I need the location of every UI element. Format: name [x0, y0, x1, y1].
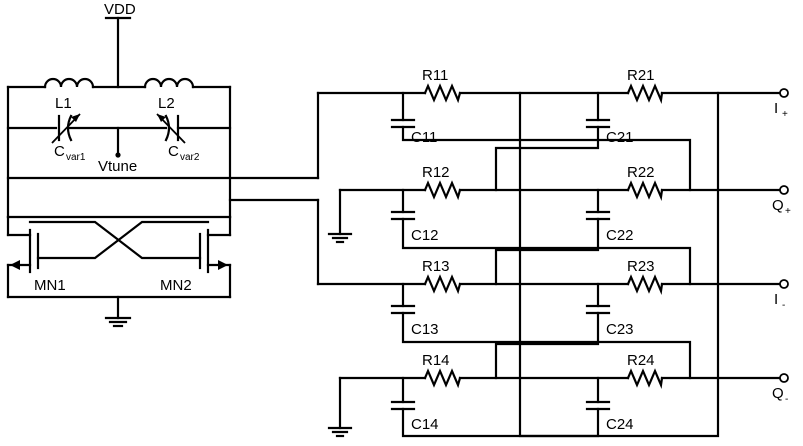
- c12-label: C12: [411, 227, 439, 244]
- vco-core: VDD L1 L2 Vtune C var1 C var2: [8, 1, 425, 326]
- r23-label: R23: [627, 258, 655, 275]
- vdd-label: VDD: [104, 1, 136, 18]
- resistor-r22: [628, 183, 662, 197]
- gate-cross-wire-2: [30, 222, 200, 258]
- r21-label: R21: [627, 67, 655, 84]
- output-label-q-minus: Q: [772, 385, 784, 402]
- resistor-r23: [628, 277, 662, 291]
- resistor-r24: [628, 371, 662, 385]
- output-terminal-q-minus: [780, 374, 788, 382]
- output-terminal-q-plus: [780, 186, 788, 194]
- r12-label: R12: [422, 164, 450, 181]
- capacitor-c24: [520, 93, 609, 436]
- ground-symbol-row2: [329, 190, 351, 242]
- output-sub-i-minus: -: [782, 300, 785, 311]
- cvar1-sub-label: var1: [66, 152, 86, 163]
- resistor-r12: [425, 183, 460, 197]
- mn2-source-arrow: [218, 260, 228, 270]
- mn1-label: MN1: [34, 277, 66, 294]
- l2-label: L2: [158, 95, 175, 112]
- r24-label: R24: [627, 352, 655, 369]
- r14-label: R14: [422, 352, 450, 369]
- cvar2-label: C: [168, 143, 179, 160]
- polyphase-filter: R11 R21 R12 R22 R13 R23 R14 R24: [329, 67, 791, 436]
- output-label-q-plus: Q: [772, 197, 784, 214]
- output-sub-q-minus: -: [785, 394, 788, 405]
- output-sub-q-plus: +: [785, 206, 791, 217]
- c13-label: C13: [411, 321, 439, 338]
- c14-label: C14: [411, 416, 439, 433]
- ground-symbol-row4: [329, 378, 351, 436]
- output-label-i-plus: I: [774, 100, 778, 117]
- c24-label: C24: [606, 416, 634, 433]
- cvar1-label: C: [54, 143, 65, 160]
- vtune-node: [115, 152, 120, 157]
- resistor-r21: [628, 86, 662, 100]
- r11-label: R11: [422, 67, 448, 84]
- output-terminal-i-minus: [780, 280, 788, 288]
- vtune-label: Vtune: [98, 158, 137, 175]
- ground-symbol-vco: [106, 297, 130, 326]
- c23-label: C23: [606, 321, 634, 338]
- inductor-l1: [45, 79, 93, 87]
- output-terminal-i-plus: [780, 89, 788, 97]
- l1-label: L1: [55, 95, 72, 112]
- r22-label: R22: [627, 164, 655, 181]
- resistor-r14: [425, 371, 460, 385]
- cvar2-sub-label: var2: [180, 152, 200, 163]
- mn1-source-arrow: [10, 260, 20, 270]
- c22-label: C22: [606, 227, 634, 244]
- resistor-r11: [425, 86, 460, 100]
- inductor-l2: [145, 79, 193, 87]
- c11-label: C11: [411, 129, 437, 146]
- r13-label: R13: [422, 258, 450, 275]
- capacitor-c21: [496, 93, 609, 190]
- capacitor-c23: [496, 284, 609, 378]
- output-sub-i-plus: +: [782, 109, 788, 120]
- resistor-r13: [425, 277, 460, 291]
- gate-cross-wire-1: [38, 222, 208, 258]
- output-label-i-minus: I: [774, 291, 778, 308]
- capacitor-c22: [496, 190, 609, 284]
- mn2-label: MN2: [160, 277, 192, 294]
- c21-label: C21: [606, 129, 634, 146]
